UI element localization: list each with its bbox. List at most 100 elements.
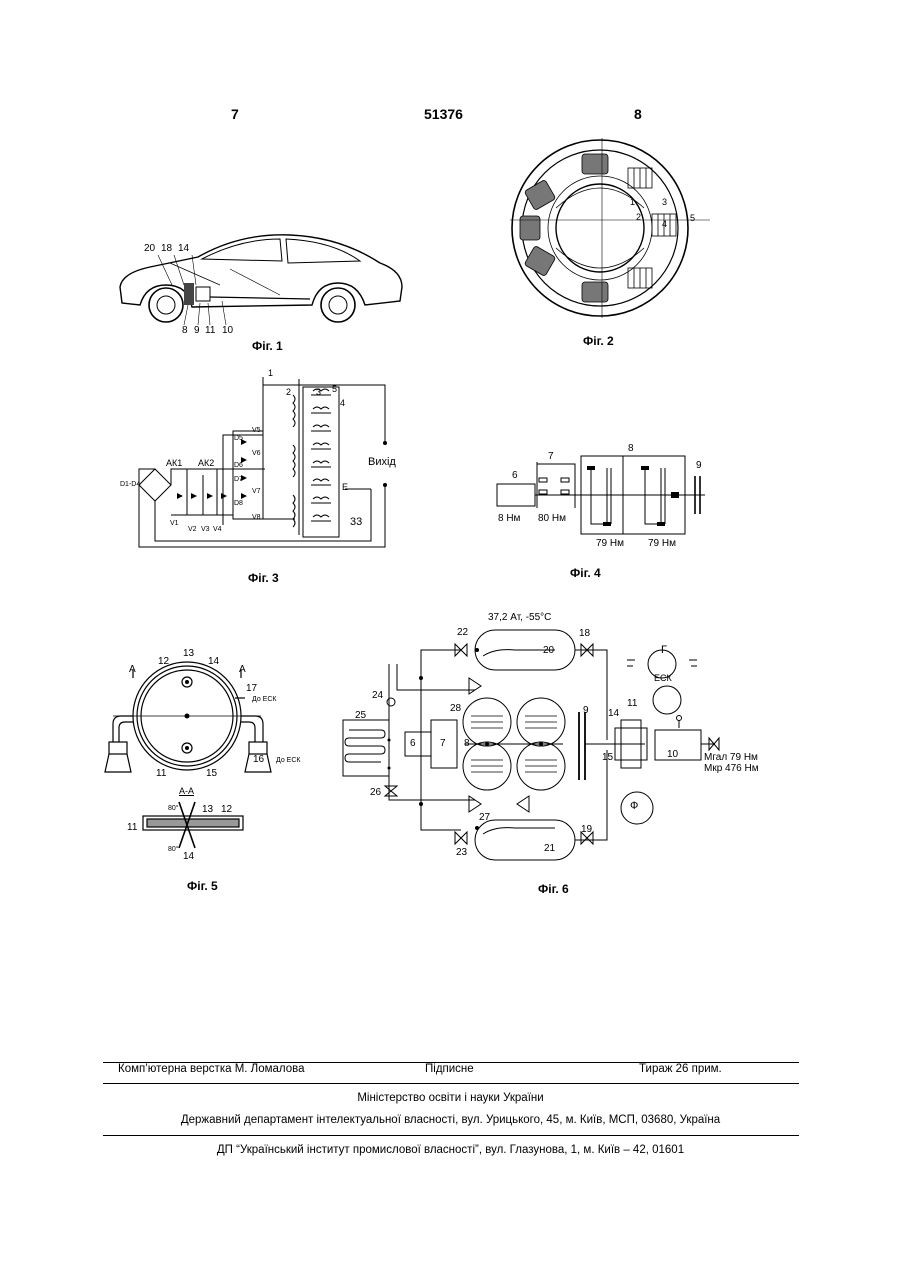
- fig3-label-v4: V4: [213, 526, 222, 533]
- fig3-label-output: Вихід: [368, 456, 396, 468]
- fig3-label-d5: D5: [234, 435, 243, 442]
- fig3-label-5: 5: [332, 384, 337, 394]
- fig5-label-11: 11: [156, 768, 166, 779]
- fig6-phi-symbol: Ф: [630, 800, 638, 812]
- fig6-label-18: 18: [579, 628, 590, 639]
- fig6-label-20: 20: [543, 645, 554, 656]
- fig5-caption: Фіг. 5: [187, 879, 218, 893]
- fig2-label-2: 2: [636, 212, 641, 222]
- fig3-label-v7: V7: [252, 488, 261, 495]
- footer-rule-bottom: [103, 1135, 799, 1136]
- fig2-label-3: 3: [662, 197, 667, 207]
- fig3-label-d7: D7: [234, 476, 243, 483]
- fig6-label-10: 10: [667, 749, 678, 760]
- fig6-label-24: 24: [372, 690, 383, 701]
- fig1-label-10: 10: [222, 325, 233, 336]
- fig6-caption: Фіг. 6: [538, 882, 569, 896]
- fig6-label-23: 23: [456, 847, 467, 858]
- fig4-torque-3: 79 Нм: [596, 538, 624, 549]
- fig2-label-4: 4: [662, 219, 667, 229]
- fig6-torque-gal: Мгал 79 Нм: [704, 752, 758, 763]
- footer-institute: ДП “Український інститут промислової вла…: [0, 1144, 901, 1156]
- figure-2-drawing: [510, 138, 710, 318]
- footer-circulation: Тираж 26 прим.: [639, 1063, 722, 1075]
- fig3-label-1: 1: [268, 368, 273, 378]
- fig3-label-4: 4: [340, 398, 345, 408]
- fig6-label-21: 21: [544, 843, 555, 854]
- fig2-label-1: 1: [630, 197, 635, 207]
- fig4-caption: Фіг. 4: [570, 566, 601, 580]
- fig6-generator-symbol: Г: [661, 644, 667, 656]
- fig5-angle-top: 80°: [168, 805, 179, 812]
- footer-signed: Підписне: [425, 1063, 474, 1075]
- fig5-label-15: 15: [206, 768, 217, 779]
- fig4-torque-4: 79 Нм: [648, 538, 676, 549]
- fig6-label-15: 15: [602, 752, 613, 763]
- fig6-label-14: 14: [608, 708, 619, 719]
- fig3-label-2: 2: [286, 387, 291, 397]
- fig3-label-v6: V6: [252, 450, 261, 457]
- fig5-to-esk-top: До ЕСК: [252, 696, 276, 703]
- fig3-label-3: 3: [316, 387, 321, 397]
- page-number-left: 7: [231, 106, 239, 122]
- fig2-caption: Фіг. 2: [583, 334, 614, 348]
- fig5-label-13: 13: [183, 648, 194, 659]
- fig5-section-label-11: 11: [127, 822, 137, 833]
- fig6-esk-symbol: ЕСК: [654, 673, 672, 683]
- fig5-section-label-14: 14: [183, 851, 194, 862]
- fig3-label-d1-d4: D1-D4: [120, 481, 140, 488]
- fig6-label-19: 19: [581, 824, 592, 835]
- fig3-label-ak1: АК1: [166, 458, 182, 468]
- fig6-label-25: 25: [355, 710, 366, 721]
- footer-layout-credit: Комп’ютерна верстка М. Ломалова: [118, 1063, 305, 1075]
- fig5-section-mark-left: А: [129, 664, 136, 675]
- fig5-to-esk-bottom: До ЕСК: [276, 757, 300, 764]
- fig1-label-18: 18: [161, 243, 172, 254]
- fig5-label-12: 12: [158, 656, 169, 667]
- fig3-label-d8: D8: [234, 500, 243, 507]
- fig4-label-8: 8: [628, 443, 634, 454]
- fig1-label-20: 20: [144, 243, 155, 254]
- patent-number: 51376: [424, 106, 463, 122]
- figure-4-drawing: [495, 448, 715, 548]
- fig3-label-ak2: АК2: [198, 458, 214, 468]
- fig5-section-label-13: 13: [202, 804, 213, 815]
- fig3-label-v8: V8: [252, 514, 261, 521]
- fig3-label-e: E: [342, 482, 348, 492]
- fig5-label-14: 14: [208, 656, 219, 667]
- fig3-label-33: 33: [350, 516, 362, 528]
- footer-ministry: Міністерство освіти і науки України: [0, 1092, 901, 1104]
- fig5-section-mark-right: А: [239, 664, 246, 675]
- fig6-label-28: 28: [450, 703, 461, 714]
- fig3-label-d6: D6: [234, 462, 243, 469]
- fig6-label-8: 8: [464, 738, 470, 749]
- fig6-label-11: 11: [627, 698, 637, 709]
- footer-rule-middle: [103, 1083, 799, 1084]
- footer-department: Державний департамент інтелектуальної вл…: [0, 1114, 901, 1126]
- fig6-label-22: 22: [457, 627, 468, 638]
- fig6-label-27: 27: [479, 812, 490, 823]
- fig3-label-v3: V3: [201, 526, 210, 533]
- page-number-right: 8: [634, 106, 642, 122]
- fig3-caption: Фіг. 3: [248, 571, 279, 585]
- fig6-label-7: 7: [440, 738, 446, 749]
- figure-6-drawing: [335, 620, 795, 870]
- fig6-pressure-temperature: 37,2 Ат, -55°С: [488, 612, 551, 623]
- fig4-label-6: 6: [512, 470, 518, 481]
- fig6-label-26: 26: [370, 787, 381, 798]
- fig6-torque-kr: Мкр 476 Нм: [704, 763, 759, 774]
- fig3-label-v1: V1: [170, 520, 179, 527]
- fig5-label-16: 16: [253, 754, 264, 765]
- fig5-angle-bottom: 80°: [168, 846, 179, 853]
- fig5-section-label-12: 12: [221, 804, 232, 815]
- fig3-label-v2: V2: [188, 526, 197, 533]
- fig1-label-8: 8: [182, 325, 188, 336]
- fig4-label-9: 9: [696, 460, 702, 471]
- fig2-label-5: 5: [690, 213, 695, 223]
- fig1-label-9: 9: [194, 325, 200, 336]
- fig4-torque-2: 80 Нм: [538, 513, 566, 524]
- fig1-label-14: 14: [178, 243, 189, 254]
- fig4-torque-1: 8 Нм: [498, 513, 520, 524]
- figure-1-drawing: [110, 225, 410, 335]
- fig1-label-11: 11: [205, 325, 215, 336]
